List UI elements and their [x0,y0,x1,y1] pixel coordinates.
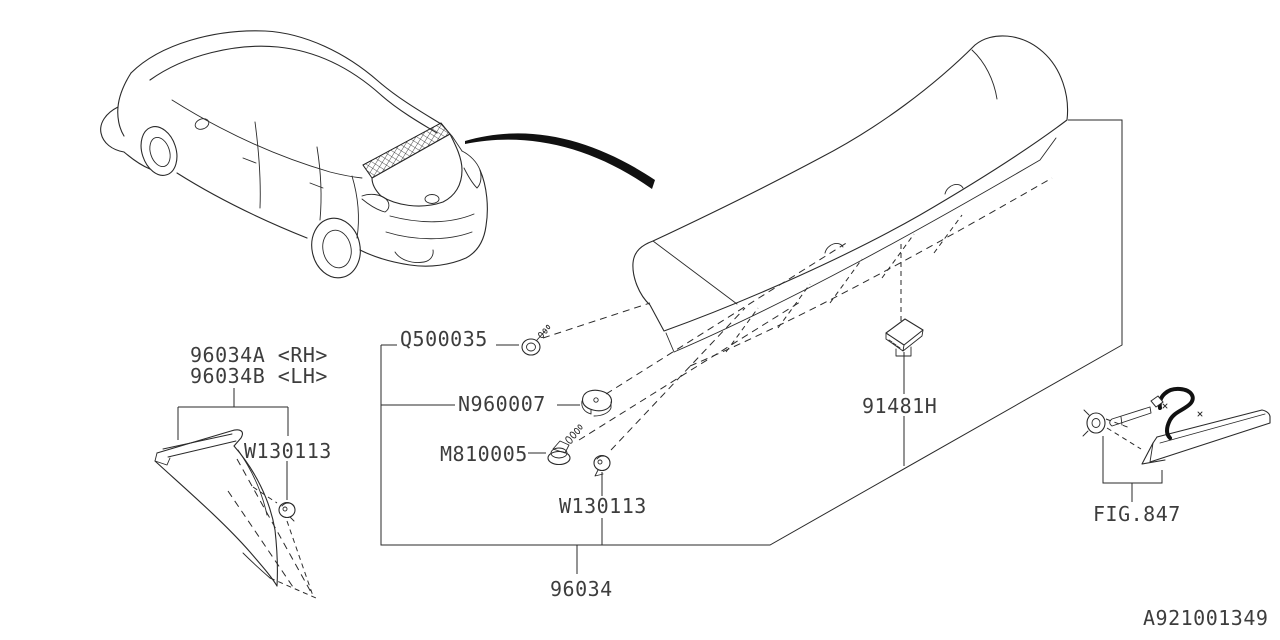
label-clip-91481h: 91481H [862,394,937,418]
label-nut: N960007 [458,392,546,416]
wire-connector [1150,395,1164,408]
spoiler-drawing [542,35,1069,451]
car-mirror [194,118,210,130]
garnish-drawing [154,429,317,599]
label-garnish-rh: 96034A <RH> [190,343,328,367]
clip-icon-91481h [885,318,924,357]
label-spoiler-assembly: 96034 [550,577,613,601]
nut-icon [581,389,613,417]
car-spoiler-highlight [362,122,451,179]
clip-icon-center [593,454,611,477]
leader-lines [177,119,1163,574]
label-bolt: M810005 [440,442,528,466]
pointer-swoosh [465,133,655,189]
grommet-icon [1082,409,1106,437]
label-screw-clip: Q500035 [400,327,488,351]
label-drawing-code: A921001349 [1143,606,1268,630]
label-figure-ref: FIG.847 [1093,502,1181,526]
fig847-lamp-assembly [1082,386,1271,465]
label-clip-center: W130113 [559,494,647,518]
car-illustration [100,30,488,279]
car-front-wheel [140,126,178,176]
car-rear-wheel [311,217,361,279]
bolt-icon [547,424,583,466]
screw-clip-icon [521,324,551,356]
label-garnish-lh: 96034B <LH> [190,364,328,388]
car-badge [424,194,440,204]
clip-icon-garnish [278,501,296,522]
label-clip-garnish: W130113 [244,439,332,463]
